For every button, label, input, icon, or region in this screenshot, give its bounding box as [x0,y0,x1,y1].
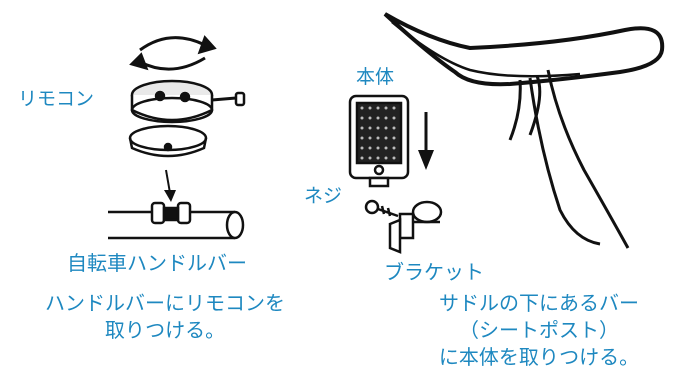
remote-label: リモコン [18,88,95,110]
handlebar-label: 自転車ハンドルバー [67,251,247,275]
right-caption: サドルの下にあるバー （シートポスト） に本体を取りつける。 [414,290,664,371]
saddle [383,12,665,87]
left-caption-line-2: 取りつける。 [104,318,226,342]
screw-label: ネジ [304,185,343,207]
down-arrow-icon [418,112,434,170]
right-caption-line-2: （シートポスト） [459,318,619,342]
handlebar-clip [150,201,192,225]
right-caption-line-3: に本体を取りつける。 [438,345,640,369]
main-unit [348,94,410,188]
left-caption-line-1: ハンドルバーにリモコンを [45,291,285,315]
bracket [388,200,443,254]
remote-control [130,79,246,124]
right-caption-line-1: サドルの下にあるバー [439,291,639,315]
screw [364,199,399,218]
down-arrow-icon [164,169,176,202]
rotate-arrows-icon [129,35,217,71]
bracket-label: ブラケット [384,260,484,284]
seat-post [508,69,630,249]
main-unit-label: 本体 [356,66,395,88]
remote-mount-ring [128,124,208,158]
left-caption: ハンドルバーにリモコンを 取りつける。 [10,290,320,344]
